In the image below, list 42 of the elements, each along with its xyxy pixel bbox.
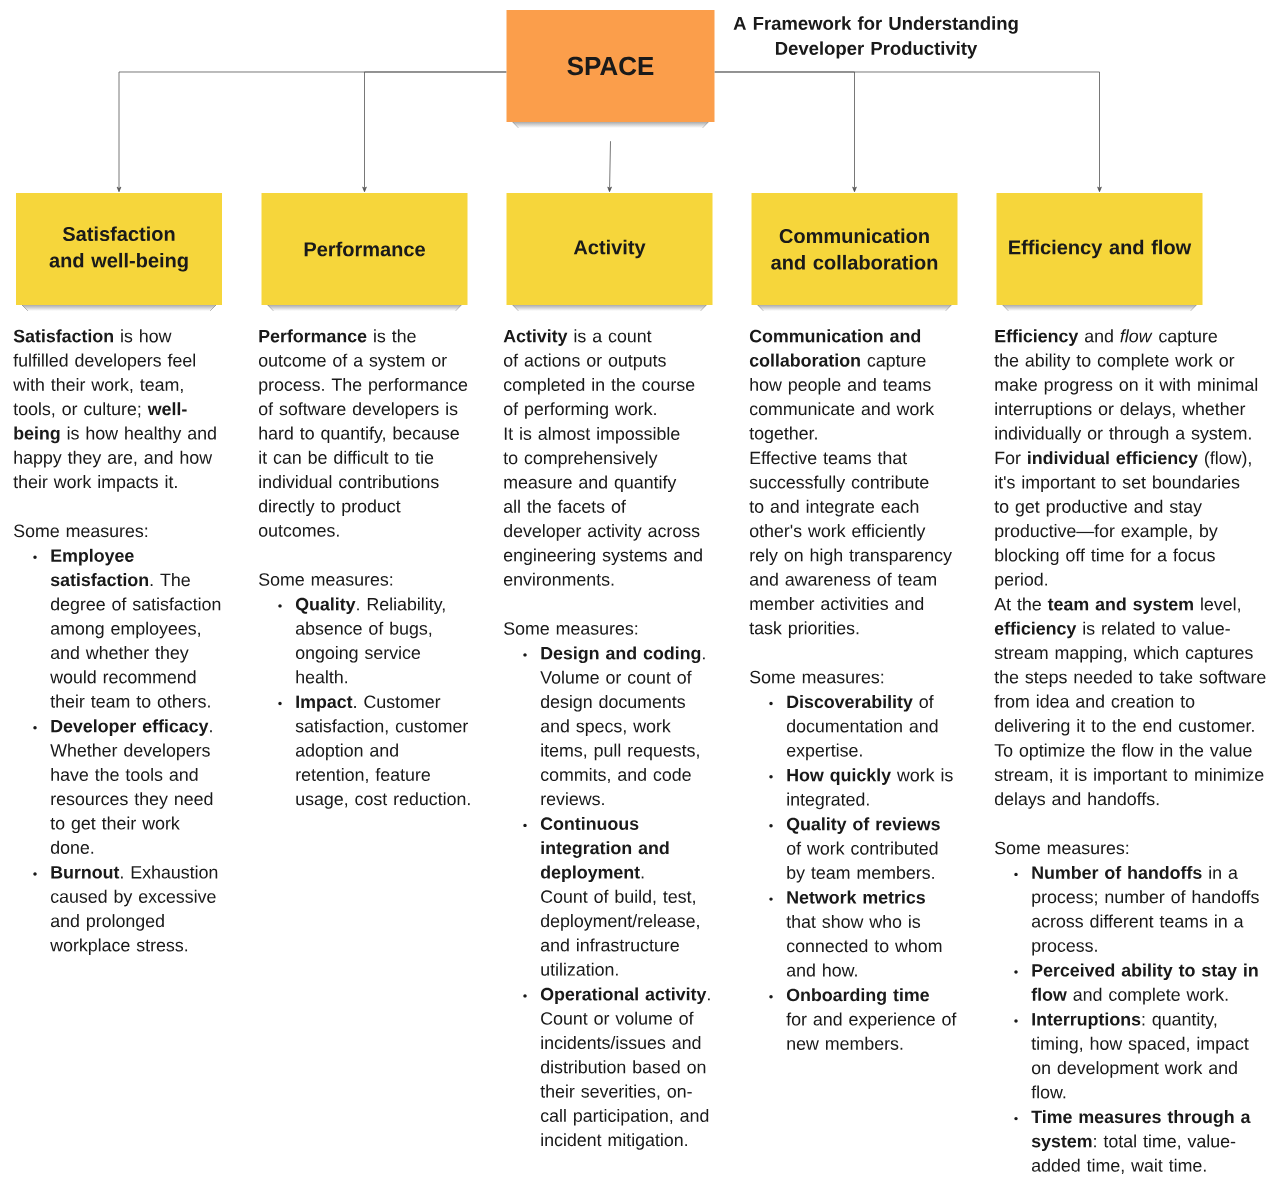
list-item: Perceived ability to stay in flow and complete work.	[1031, 963, 1258, 1005]
paragraph: Some measures:	[504, 622, 638, 635]
sticky-note: Performance	[261, 193, 468, 311]
arrow	[362, 71, 507, 193]
list-item: Employee satisfaction. The degree of satisfaction among employees, and whether they would recommend their team to others.	[50, 548, 221, 708]
sticky-note: Efficiency and flow	[996, 193, 1203, 311]
paragraph: Satisfaction is how fulfilled developers feel with their work, team, tools, or culture; well-being is how healthy and happy they are, and how their work impacts it.	[13, 329, 216, 492]
list-item: Number of handoffs in a process; number of handoffs across different teams in a process.	[1031, 865, 1259, 956]
list-item: Developer efficacy. Whether developers have the tools and resources they need to get their work done.	[50, 719, 213, 854]
paragraph: Some measures:	[750, 670, 884, 684]
paragraph: For individual efficiency (flow), it's important to set boundaries to get productive and stay productive—for example, by blocking off time for a focus period.	[994, 451, 1251, 590]
list-item: Time measures through a system: total time, value-added time, wait time.	[1031, 1110, 1251, 1174]
title: A Framework for Understanding Developer Productivity	[733, 16, 1018, 59]
list-item: Quality. Reliability, absence of bugs, ongoing service health.	[295, 597, 445, 684]
sticky-note: Satisfaction and well-being	[16, 193, 222, 311]
paragraph: Efficiency and flow capture the ability to complete work or make progress on it with minimal interruptions or delays, whether individually or through a system.	[994, 329, 1258, 444]
paragraph: Some measures:	[259, 573, 393, 586]
list-item: Design and coding. Volume or count of design documents and specs, work items, pull requests, commits, and code reviews.	[540, 646, 705, 806]
list-item: Network metrics that show who is connected to whom and how.	[786, 890, 942, 977]
list-item: How quickly work is integrated.	[787, 768, 953, 810]
list-item: Impact. Customer satisfaction, customer adoption and retention, feature usage, cost reduction.	[295, 695, 470, 809]
sticky-note: SPACE	[506, 10, 715, 128]
list-item: Continuous integration and deployment. Count of build, test, deployment/release, and infrastructure utilization.	[540, 816, 699, 976]
paragraph: Activity is a count of actions or outputs completed in the course of performing work.	[503, 329, 695, 419]
paragraph: Performance is the outcome of a system or process. The performance of software developers is hard to quantify, because it can be difficult to tie individual contributions directly to product outcomes.	[258, 329, 468, 537]
paragraph: To optimize the flow in the value stream, it is important to minimize delays and handoffs.	[994, 743, 1264, 809]
paragraph: Some measures:	[995, 841, 1129, 855]
list-item: Interruptions: quantity, timing, how spaced, impact on development work and flow.	[1031, 1012, 1249, 1099]
paragraph: Some measures:	[14, 524, 148, 538]
paragraph: At the team and system level, efficiency is related to value-stream mapping, which captures the steps needed to take software from idea and creation to delivering it to the end customer.	[994, 597, 1266, 736]
list-item: Onboarding time for and experience of new members.	[786, 988, 957, 1050]
list-item: Discoverability of documentation and expertise.	[786, 695, 938, 761]
arrow	[607, 140, 612, 193]
list-item: Operational activity. Count or volume of incidents/issues and distribution based on their severities, on-call participation, and incident mitigation.	[540, 987, 710, 1150]
paragraph: Effective teams that successfully contribute to and integrate each other's work efficiently rely on high transparency and awareness of team member activities and task priorities.	[749, 451, 952, 638]
paragraph: Communication and collaboration capture how people and teams communicate and work together.	[749, 329, 935, 444]
sticky-note: Activity	[506, 193, 713, 311]
list-item: Burnout. Exhaustion caused by excessive and prolonged workplace stress.	[50, 865, 218, 955]
sticky-note: Communication and collaboration	[751, 193, 958, 311]
arrow	[714, 71, 1102, 193]
list-item: Quality of reviews of work contributed by team members.	[786, 817, 940, 883]
paragraph: It is almost impossible to comprehensively measure and quantify all the facets of developer activity across engineering systems and environments.	[503, 426, 702, 586]
